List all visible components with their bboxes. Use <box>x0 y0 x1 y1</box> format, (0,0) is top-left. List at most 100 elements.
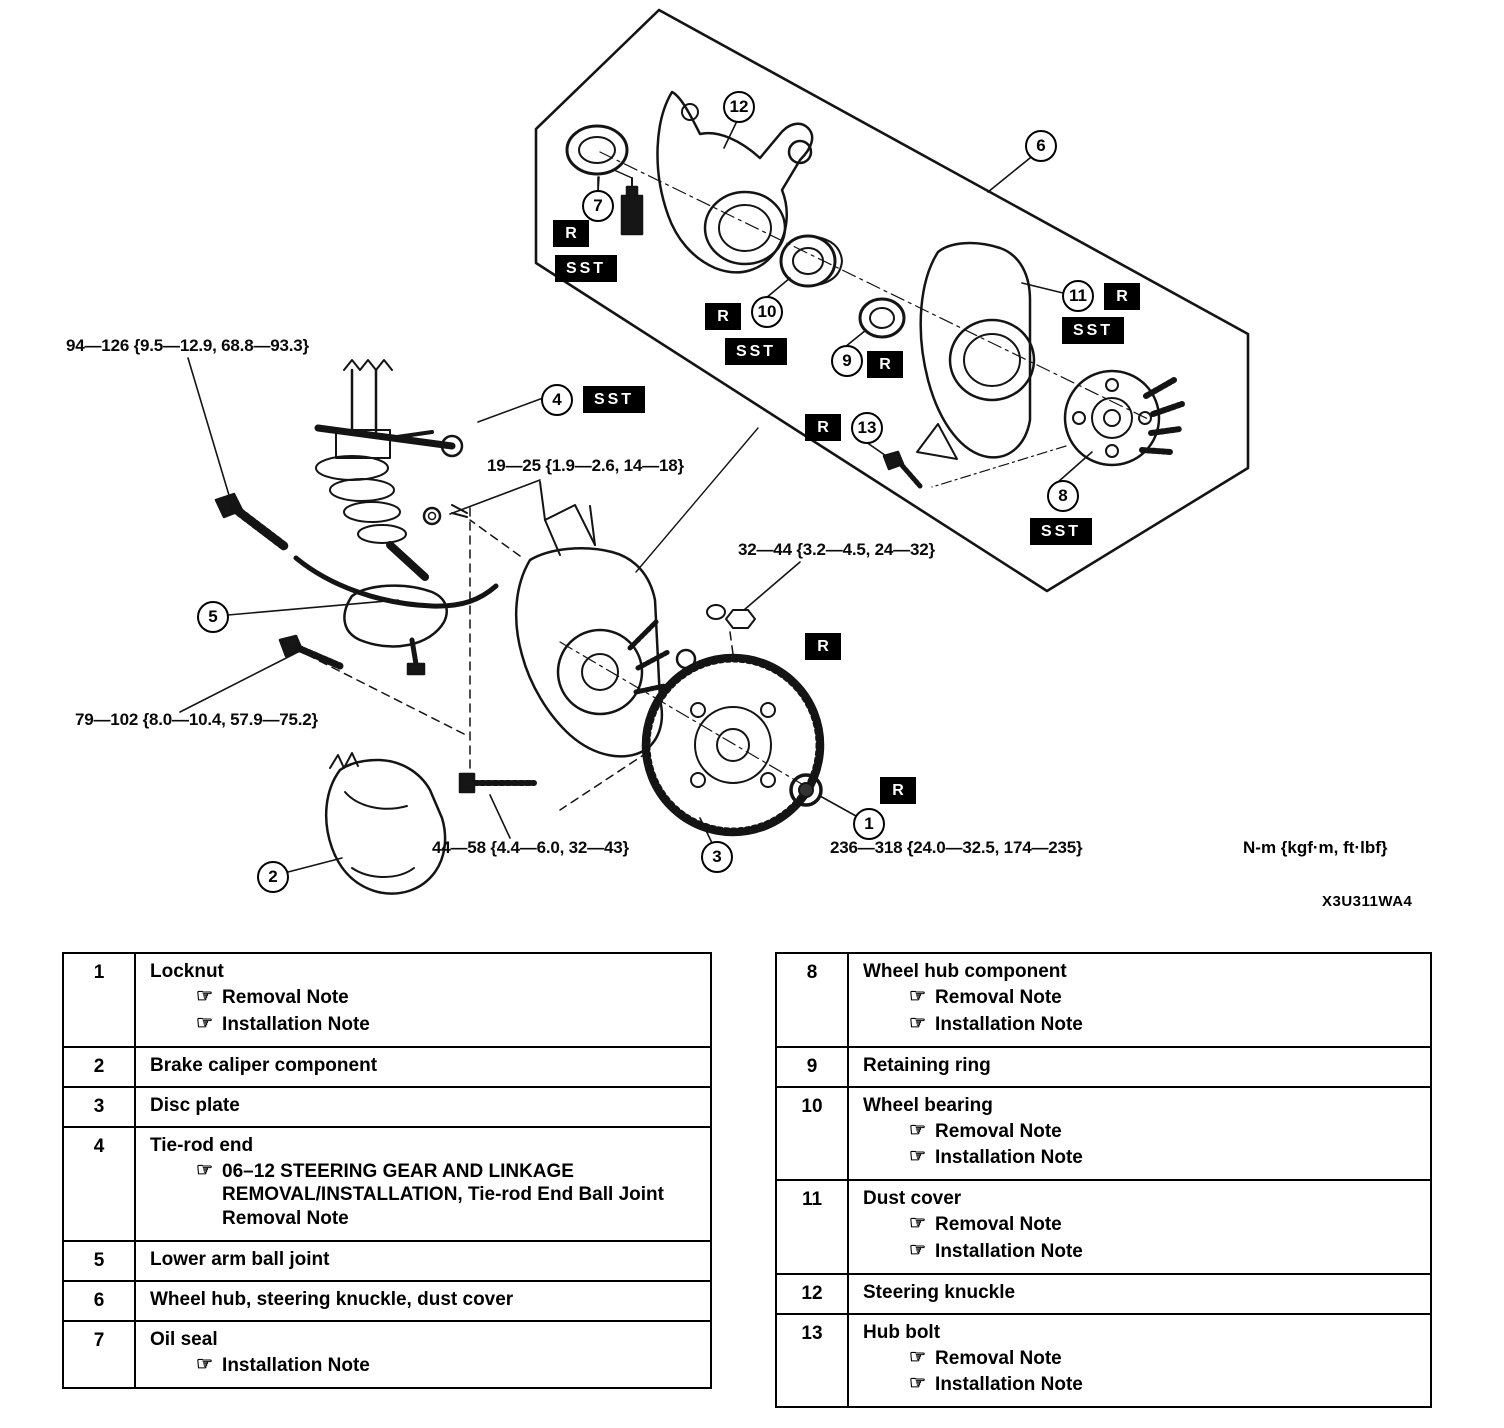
part-name: Wheel hub component <box>863 961 1067 982</box>
part-name: Wheel hub, steering knuckle, dust cover <box>150 1288 514 1310</box>
row-number: 12 <box>777 1274 849 1313</box>
callout-9: 9 <box>831 345 863 377</box>
row-number: 10 <box>777 1087 849 1179</box>
tie-rod-drawing <box>314 424 468 526</box>
sst-badge: SST <box>1062 317 1124 344</box>
table-row: 12 Steering knuckle <box>777 1272 1430 1313</box>
table-row: 8 Wheel hub component ☞ Removal Note ☞ I… <box>777 954 1430 1046</box>
torque-unit-note: N-m {kgf·m, ft·lbf} <box>1243 838 1388 857</box>
note-line: ☞ Removal Note <box>909 986 1420 1010</box>
row-number: 8 <box>777 954 849 1046</box>
part-name: Oil seal <box>150 1328 218 1350</box>
part-name: Retaining ring <box>863 1054 991 1076</box>
callout-13: 13 <box>851 412 883 444</box>
table-row: 2 Brake caliper component <box>64 1045 710 1086</box>
table-row: 9 Retaining ring <box>777 1045 1430 1086</box>
callout-6: 6 <box>1025 130 1057 162</box>
arm-bolt-drawing <box>278 634 344 670</box>
note-text: Installation Note <box>222 1354 370 1376</box>
part-name: Dust cover <box>863 1188 962 1209</box>
part-name: Lower arm ball joint <box>150 1248 330 1270</box>
note-line: ☞ 06–12 STEERING GEAR AND LINKAGE REMOVA… <box>196 1160 700 1231</box>
dust-cover-drawing <box>916 241 1036 460</box>
torque-label: 236—318 {24.0—32.5, 174—235} <box>830 838 1083 857</box>
brake-caliper-drawing <box>324 752 447 895</box>
row-number: 7 <box>64 1321 136 1387</box>
callout-5: 5 <box>197 601 229 633</box>
note-line: ☞ Removal Note <box>909 1347 1420 1371</box>
wheel-hub-drawing <box>1063 369 1185 467</box>
callout-8: 8 <box>1047 480 1079 512</box>
note-text: Removal Note <box>935 1214 1062 1235</box>
legend-table-right: 8 Wheel hub component ☞ Removal Note ☞ I… <box>775 952 1432 1408</box>
legend-table-left: 1 Locknut ☞ Removal Note ☞ Installation … <box>62 952 712 1389</box>
part-name: Hub bolt <box>863 1321 941 1343</box>
note-text: Installation Note <box>935 1374 1083 1396</box>
sst-badge: SST <box>583 386 645 413</box>
figure-code: X3U311WA4 <box>1322 893 1413 910</box>
grease-bottle-drawing <box>613 169 644 236</box>
note-line: ☞ Removal Note <box>909 1213 1420 1237</box>
hub-bolt-drawing <box>882 445 1067 489</box>
pointing-hand-icon: ☞ <box>909 1213 927 1234</box>
sst-badge: SST <box>1030 518 1092 545</box>
torque-label: 19—25 {1.9—2.6, 14—18} <box>487 456 684 475</box>
r-badge: R <box>705 303 741 330</box>
table-row: 11 Dust cover ☞ Removal Note ☞ Installat… <box>777 1179 1430 1273</box>
part-name: Steering knuckle <box>863 1281 1016 1303</box>
construction-lines <box>281 507 734 811</box>
r-badge: R <box>880 777 916 804</box>
note-text: Removal Note <box>935 987 1062 1008</box>
note-line: ☞ Removal Note <box>196 986 700 1010</box>
row-number: 3 <box>64 1087 136 1126</box>
r-badge: R <box>805 633 841 660</box>
pointing-hand-icon: ☞ <box>909 1119 927 1141</box>
part-name: Locknut <box>150 961 224 982</box>
exploded-view-drawing <box>179 8 1250 895</box>
panel-outline <box>534 8 1250 593</box>
table-row: 5 Lower arm ball joint <box>64 1239 710 1280</box>
sst-badge: SST <box>725 338 787 365</box>
leader-lines <box>179 157 1093 873</box>
note-line: ☞ Installation Note <box>909 1240 1420 1264</box>
row-number: 1 <box>64 954 136 1046</box>
part-name: Brake caliper component <box>150 1054 378 1076</box>
part-name: Wheel bearing <box>863 1094 993 1116</box>
knuckle-nut-drawing <box>706 604 756 629</box>
r-badge: R <box>1104 283 1140 310</box>
row-number: 5 <box>64 1241 136 1280</box>
note-line: ☞ Installation Note <box>909 1373 1420 1397</box>
callout-4: 4 <box>541 384 573 416</box>
pointing-hand-icon: ☞ <box>196 986 214 1007</box>
row-number: 2 <box>64 1047 136 1086</box>
table-row: 1 Locknut ☞ Removal Note ☞ Installation … <box>64 954 710 1046</box>
table-row: 3 Disc plate <box>64 1085 710 1126</box>
row-number: 4 <box>64 1127 136 1240</box>
retaining-ring-drawing <box>858 297 906 339</box>
note-line: ☞ Installation Note <box>196 1354 700 1378</box>
sst-badge: SST <box>555 255 617 282</box>
table-row: 10 Wheel bearing ☞ Removal Note ☞ Instal… <box>777 1085 1430 1179</box>
row-number: 13 <box>777 1314 849 1406</box>
torque-label: 32—44 {3.2—4.5, 24—32} <box>738 540 935 559</box>
table-row: 4 Tie-rod end ☞ 06–12 STEERING GEAR AND … <box>64 1125 710 1240</box>
strut-drawing <box>315 359 434 581</box>
note-text: Removal Note <box>935 1120 1062 1142</box>
r-badge: R <box>867 351 903 378</box>
pointing-hand-icon: ☞ <box>196 1159 214 1181</box>
callout-2: 2 <box>257 861 289 893</box>
part-name: Disc plate <box>150 1094 240 1116</box>
row-number: 6 <box>64 1281 136 1320</box>
steering-knuckle-drawing <box>656 90 814 274</box>
callout-12: 12 <box>723 91 755 123</box>
pointing-hand-icon: ☞ <box>196 1012 214 1034</box>
note-line: ☞ Installation Note <box>909 1013 1420 1037</box>
torque-label: 79—102 {8.0—10.4, 57.9—75.2} <box>75 710 318 729</box>
note-text: Removal Note <box>935 1347 1062 1369</box>
table-row: 7 Oil seal ☞ Installation Note <box>64 1319 710 1387</box>
strut-bolt-drawing <box>214 492 289 551</box>
pointing-hand-icon: ☞ <box>909 1373 927 1395</box>
oil-seal-drawing <box>565 124 629 191</box>
locknut-drawing <box>789 773 823 807</box>
